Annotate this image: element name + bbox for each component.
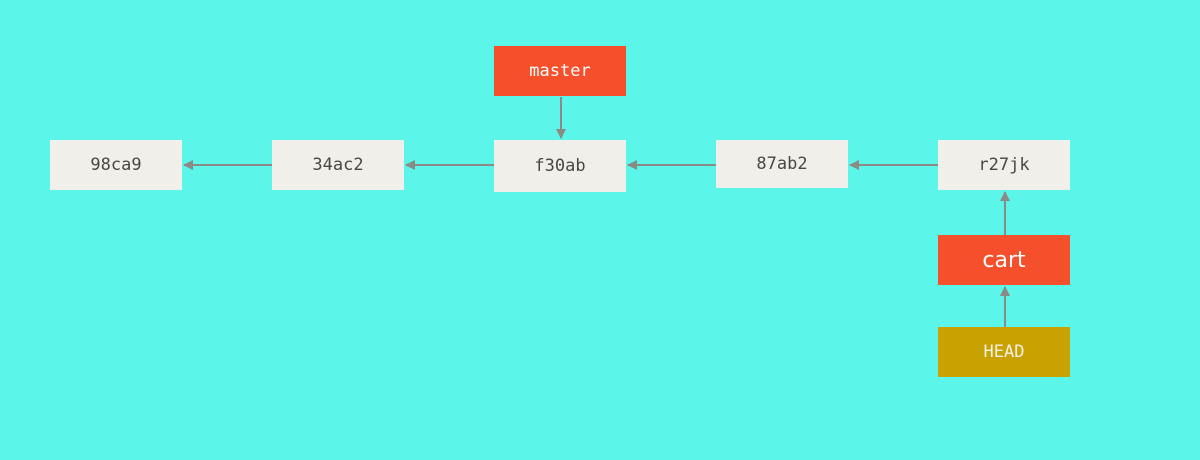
commit-34ac2: 34ac2 — [272, 140, 404, 190]
branch-cart: cart — [938, 235, 1070, 285]
commit-f30ab: f30ab — [494, 140, 626, 192]
branch-label: cart — [982, 247, 1026, 273]
commit-87ab2: 87ab2 — [716, 140, 848, 188]
commit-98ca9: 98ca9 — [50, 140, 182, 190]
head-label: HEAD — [983, 342, 1025, 362]
commit-label: 87ab2 — [756, 154, 808, 174]
branch-master: master — [494, 46, 626, 96]
branch-label: master — [529, 61, 591, 81]
commit-label: r27jk — [978, 155, 1030, 175]
commit-label: 98ca9 — [90, 155, 142, 175]
commit-label: f30ab — [534, 156, 586, 176]
commit-label: 34ac2 — [312, 155, 364, 175]
commit-r27jk: r27jk — [938, 140, 1070, 190]
head-pointer: HEAD — [938, 327, 1070, 377]
